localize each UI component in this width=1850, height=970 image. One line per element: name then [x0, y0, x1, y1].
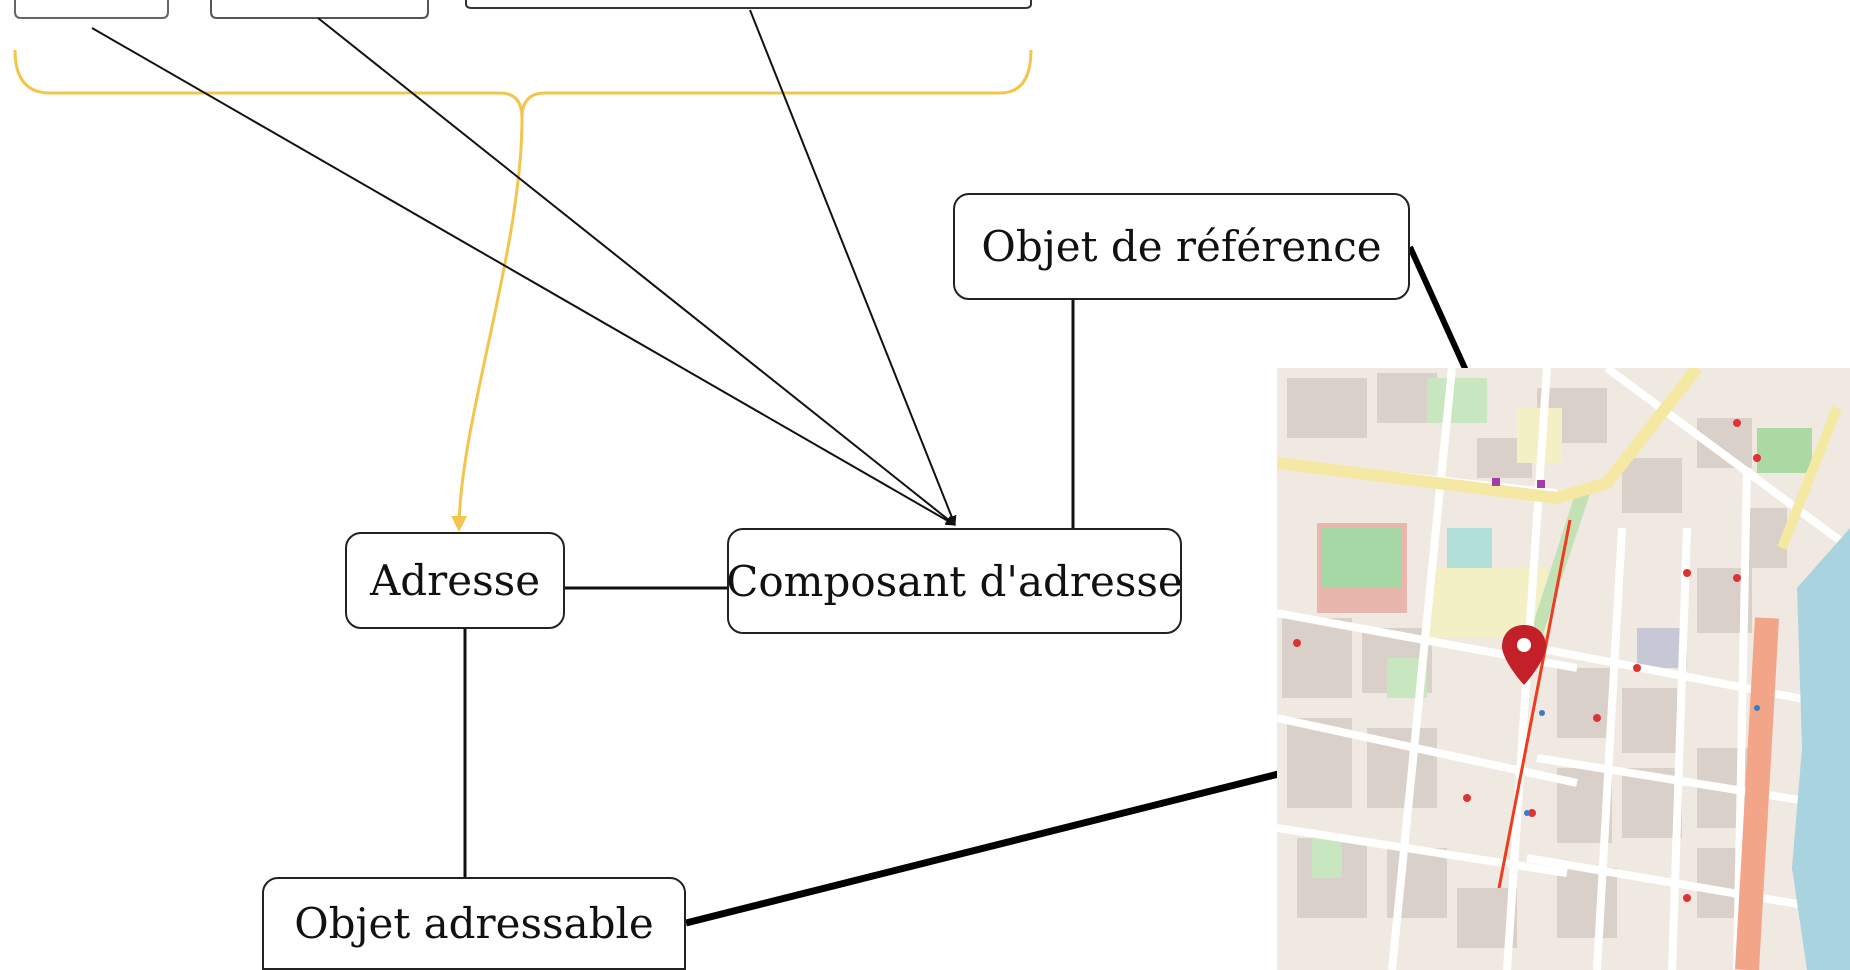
city-map[interactable]	[1277, 368, 1850, 970]
arrow-box3-to-composant	[749, 9, 957, 526]
map-graphic	[1277, 368, 1850, 970]
node-objet-de-reference-label: Objet de référence	[981, 222, 1382, 271]
map-pin-icon[interactable]	[1502, 625, 1546, 685]
node-adresse-label: Adresse	[369, 556, 541, 605]
node-objet-adressable-label: Objet adressable	[294, 899, 654, 948]
node-objet-adressable[interactable]: Objet adressable	[262, 877, 686, 970]
node-adresse[interactable]: Adresse	[345, 532, 565, 629]
top-box-1	[14, 0, 169, 19]
top-box-3	[465, 0, 1032, 9]
top-partial-boxes	[14, 0, 1032, 19]
top-box-2	[210, 0, 429, 19]
brace-to-adresse-arrow	[451, 117, 524, 532]
arrow-box2-to-composant	[317, 17, 956, 526]
node-composant-adresse[interactable]: Composant d'adresse	[726, 528, 1183, 634]
grouping-brace	[13, 49, 1033, 119]
arrow-box1-to-composant	[91, 27, 956, 526]
node-composant-adresse-label: Composant d'adresse	[726, 556, 1183, 606]
node-objet-de-reference[interactable]: Objet de référence	[953, 193, 1410, 300]
